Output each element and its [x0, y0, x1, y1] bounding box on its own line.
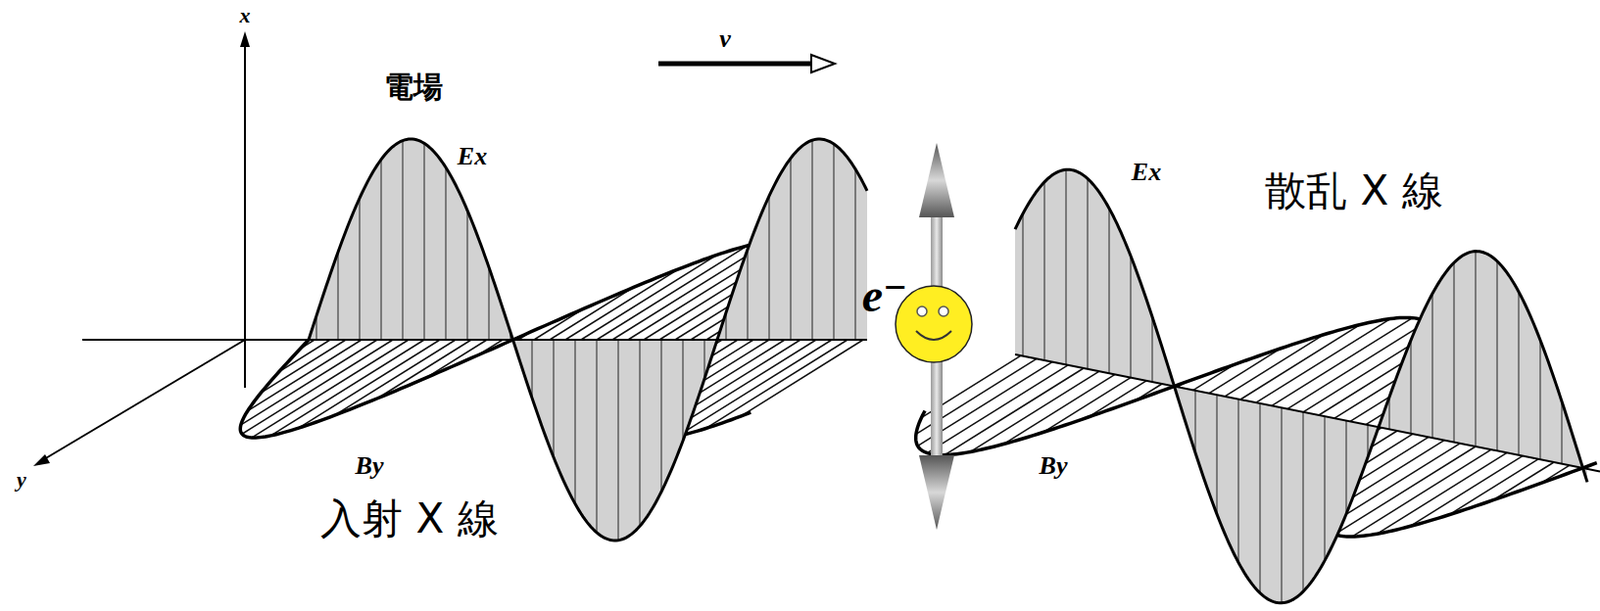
e-field-area — [1015, 169, 1588, 604]
b-field-hatch — [1377, 452, 1507, 534]
b-field-hatch — [549, 287, 634, 340]
electron-label: e⁻ — [859, 270, 912, 323]
b-field-hatch — [1043, 378, 1131, 434]
oscillation-arrowhead — [919, 455, 955, 531]
oscillation-arrowhead — [919, 143, 955, 218]
e-field-hatch — [812, 140, 814, 340]
incident-caption: 入射 X 線 — [317, 496, 501, 542]
scattered-caption: 散乱 X 線 — [1261, 168, 1446, 214]
b-field-label: By — [1036, 452, 1071, 482]
y-axis — [39, 339, 245, 463]
e-field-hatch — [1475, 251, 1477, 447]
electron-eye — [917, 306, 927, 317]
velocity-arrow — [658, 61, 814, 67]
e-field-hatch — [1324, 416, 1326, 561]
e-field-hatch — [682, 339, 684, 441]
propagation-axis — [1015, 354, 1600, 472]
e-field-hatch — [1087, 178, 1089, 369]
b-field-hatch — [335, 339, 456, 416]
b-field-hatch — [377, 339, 472, 399]
b-field-hatch — [1224, 335, 1324, 397]
x-axis — [243, 39, 246, 388]
b-field-label: By — [352, 452, 388, 482]
e-field-hatch — [1152, 316, 1154, 383]
e-field-hatch — [467, 210, 469, 340]
e-field-hatch — [1432, 293, 1434, 438]
b-field-hatch — [1409, 456, 1523, 528]
e-field-hatch — [532, 339, 534, 398]
e-field-hatch — [769, 195, 771, 340]
e-field-hatch — [596, 339, 598, 534]
e-field-hatch — [790, 158, 792, 340]
e-field-hatch — [639, 339, 641, 527]
e-field-hatch — [1303, 412, 1305, 592]
e-field-hatch — [359, 197, 361, 340]
velocity-label: v — [716, 25, 734, 54]
e-field-hatch — [488, 267, 490, 340]
b-field-hatch — [251, 339, 409, 438]
e-field-hatch — [855, 169, 857, 340]
e-field-hatch — [1109, 208, 1111, 375]
e-field-hatch — [1195, 390, 1197, 454]
e-field-hatch — [704, 339, 706, 380]
e-field-hatch — [1130, 255, 1132, 378]
e-field-hatch — [747, 249, 749, 340]
e-field-hatch — [1497, 261, 1499, 452]
axis-arrowhead — [240, 31, 250, 48]
axis-label: x — [237, 3, 254, 28]
velocity-arrowhead — [811, 54, 835, 73]
axis-arrowhead — [33, 454, 50, 467]
field-caption: 電場 — [381, 70, 446, 103]
electron-eye — [938, 306, 949, 317]
e-field-hatch — [1238, 399, 1240, 564]
e-field-label: Ex — [1128, 158, 1164, 188]
e-field-label: Ex — [454, 143, 490, 172]
e-field-hatch — [445, 167, 447, 340]
e-field-hatch — [1346, 421, 1348, 515]
b-field-hatch — [1003, 374, 1116, 444]
e-field-hatch — [381, 159, 383, 340]
b-field-hatch — [969, 371, 1100, 452]
e-field-hatch — [1066, 169, 1067, 365]
e-field-hatch — [661, 339, 663, 492]
e-field-hatch — [1044, 182, 1046, 361]
e-field-hatch — [1216, 394, 1218, 515]
e-field-hatch — [1022, 213, 1024, 356]
axis-label: y — [13, 468, 30, 492]
e-field-hatch — [1454, 262, 1455, 442]
e-field-hatch — [833, 144, 835, 340]
e-field-hatch — [553, 339, 555, 458]
e-field-hatch — [1561, 401, 1563, 465]
e-field-hatch — [1410, 339, 1412, 434]
electron-smile — [916, 331, 952, 340]
b-field-hatch — [1256, 319, 1391, 404]
e-field-hatch — [1518, 291, 1520, 456]
e-field-hatch — [424, 143, 426, 340]
e-field-hatch — [338, 251, 340, 340]
b-field-hatch — [298, 339, 440, 429]
b-field-hatch — [926, 365, 1068, 454]
e-field-hatch — [618, 339, 620, 541]
e-field-hatch — [575, 339, 577, 505]
e-field-hatch — [1540, 339, 1542, 460]
e-field-hatch — [1260, 403, 1261, 594]
b-field-hatch — [705, 339, 848, 430]
propagation-axis — [82, 339, 868, 341]
b-field-hatch — [740, 339, 864, 417]
e-field-hatch — [402, 141, 404, 340]
e-field-curve — [1015, 169, 1588, 604]
wave-layer — [82, 139, 1600, 604]
e-field-hatch — [1281, 407, 1283, 603]
b-field-hatch — [1449, 459, 1539, 516]
